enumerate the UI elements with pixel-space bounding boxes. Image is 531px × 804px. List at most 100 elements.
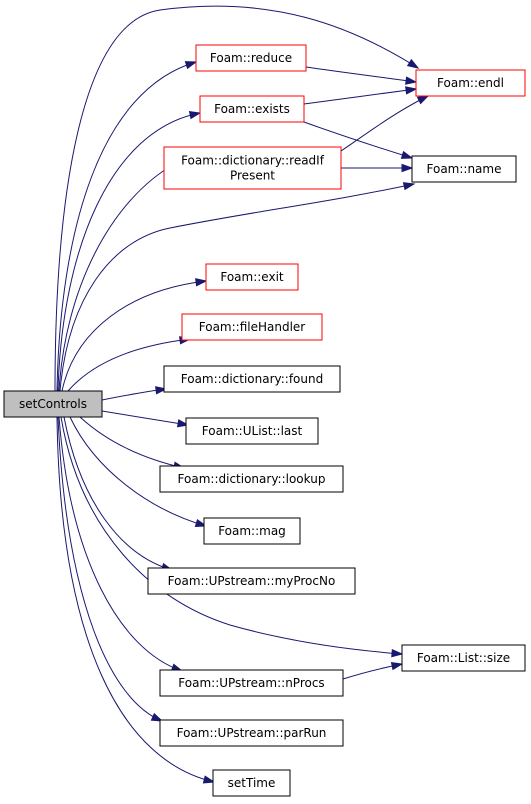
edge-line — [56, 416, 215, 783]
edge-line — [67, 338, 191, 392]
node-box[interactable] — [415, 69, 526, 97]
edge-setControls-to-found — [101, 386, 168, 401]
edge-setControls-to-exit — [61, 278, 208, 392]
node-box[interactable] — [203, 517, 301, 545]
edge-line — [57, 112, 201, 392]
edge-reduce-to-endl — [305, 66, 418, 85]
node-lookup[interactable]: Foam::dictionary::lookup — [159, 465, 344, 493]
edge-setControls-to-lookup — [79, 416, 186, 470]
edge-line — [56, 61, 197, 392]
node-found[interactable]: Foam::dictionary::found — [163, 365, 341, 393]
node-label: Foam::dictionary::lookup — [178, 472, 326, 486]
arrowhead — [195, 278, 208, 287]
node-endl[interactable]: Foam::endl — [415, 69, 526, 97]
edge-setControls-to-endl — [54, 5, 420, 392]
arrowhead — [155, 386, 168, 395]
edge-line — [303, 88, 417, 105]
arrowhead — [194, 518, 208, 528]
edge-setControls-to-last — [101, 410, 190, 428]
node-label: setControls — [19, 397, 87, 411]
edge-line — [60, 416, 403, 655]
arrowhead — [391, 648, 404, 658]
arrowhead — [202, 775, 216, 784]
node-parRun[interactable]: Foam::UPstream::parRun — [159, 719, 344, 747]
edge-nProcs-to-size — [342, 661, 404, 680]
edge-setControls-to-mag — [69, 416, 208, 528]
node-box[interactable] — [205, 263, 299, 291]
node-label: Foam::dictionary::found — [181, 372, 323, 386]
node-exists[interactable]: Foam::exists — [199, 95, 305, 123]
node-label: Foam::name — [427, 162, 502, 176]
edge-line — [101, 410, 189, 426]
node-box[interactable] — [159, 669, 344, 697]
node-box[interactable] — [411, 155, 517, 183]
node-size[interactable]: Foam::List::size — [401, 644, 526, 672]
node-setControls[interactable]: setControls — [3, 390, 103, 418]
edge-line — [61, 280, 207, 392]
node-label: Foam::dictionary::readIf — [181, 154, 325, 168]
node-fileHandler[interactable]: Foam::fileHandler — [181, 313, 323, 341]
node-box[interactable] — [195, 44, 307, 72]
arrowhead — [400, 150, 414, 159]
arrowhead — [405, 86, 418, 95]
edge-line — [303, 121, 413, 159]
node-mag[interactable]: Foam::mag — [203, 517, 301, 545]
edge-setControls-to-exists — [57, 111, 202, 392]
node-myProcNo[interactable]: Foam::UPstream::myProcNo — [147, 567, 356, 595]
node-label: Foam::List::size — [417, 651, 510, 665]
node-label: Foam::UList::last — [202, 424, 303, 438]
arrowhead — [402, 182, 416, 191]
node-label: setTime — [228, 776, 276, 790]
node-label: Foam::reduce — [210, 51, 292, 65]
edge-line — [79, 416, 185, 469]
node-nProcs[interactable]: Foam::UPstream::nProcs — [159, 669, 344, 697]
edge-setControls-to-parRun — [57, 416, 164, 722]
edge-readIfPresent-to-name — [341, 163, 414, 173]
edge-line — [59, 183, 415, 392]
node-box[interactable] — [147, 567, 356, 595]
node-name[interactable]: Foam::name — [411, 155, 517, 183]
edge-setControls-to-myProcNo — [63, 416, 174, 571]
node-label: Foam::fileHandler — [199, 320, 306, 334]
node-box[interactable] — [163, 146, 342, 190]
arrowhead — [405, 76, 418, 85]
node-box[interactable] — [212, 769, 291, 797]
arrowhead — [184, 61, 198, 70]
node-setTime[interactable]: setTime — [212, 769, 291, 797]
arrowhead — [406, 58, 420, 69]
edge-setControls-to-size — [60, 416, 404, 658]
node-exit[interactable]: Foam::exit — [205, 263, 299, 291]
arrowhead — [188, 111, 202, 120]
edge-setControls-to-nProcs — [58, 416, 184, 672]
arrowhead — [416, 95, 430, 105]
node-box[interactable] — [163, 365, 341, 393]
arrowhead — [390, 661, 404, 671]
edge-line — [63, 416, 173, 571]
arrowhead — [150, 712, 164, 722]
edge-setControls-to-reduce — [56, 61, 198, 392]
arrowhead — [401, 163, 414, 173]
node-label: Foam::exists — [214, 102, 290, 116]
edges-layer — [54, 5, 430, 784]
node-box[interactable] — [199, 95, 305, 123]
nodes-layer: setControlsFoam::reduceFoam::existsFoam:… — [3, 44, 526, 797]
node-box[interactable] — [3, 390, 103, 418]
node-label: Foam::mag — [218, 524, 286, 538]
node-box[interactable] — [185, 417, 319, 445]
node-box[interactable] — [159, 719, 344, 747]
node-reduce[interactable]: Foam::reduce — [195, 44, 307, 72]
edge-line — [69, 416, 207, 527]
node-last[interactable]: Foam::UList::last — [185, 417, 319, 445]
node-box[interactable] — [401, 644, 526, 672]
edge-setControls-to-name — [59, 182, 416, 392]
edge-readIfPresent-to-endl — [340, 95, 430, 152]
edge-line — [57, 416, 163, 722]
node-box[interactable] — [181, 313, 323, 341]
node-label: Foam::exit — [220, 270, 284, 284]
edge-exists-to-name — [303, 121, 414, 159]
edge-setControls-to-setTime — [56, 416, 216, 784]
edge-line — [58, 162, 177, 392]
node-box[interactable] — [159, 465, 344, 493]
